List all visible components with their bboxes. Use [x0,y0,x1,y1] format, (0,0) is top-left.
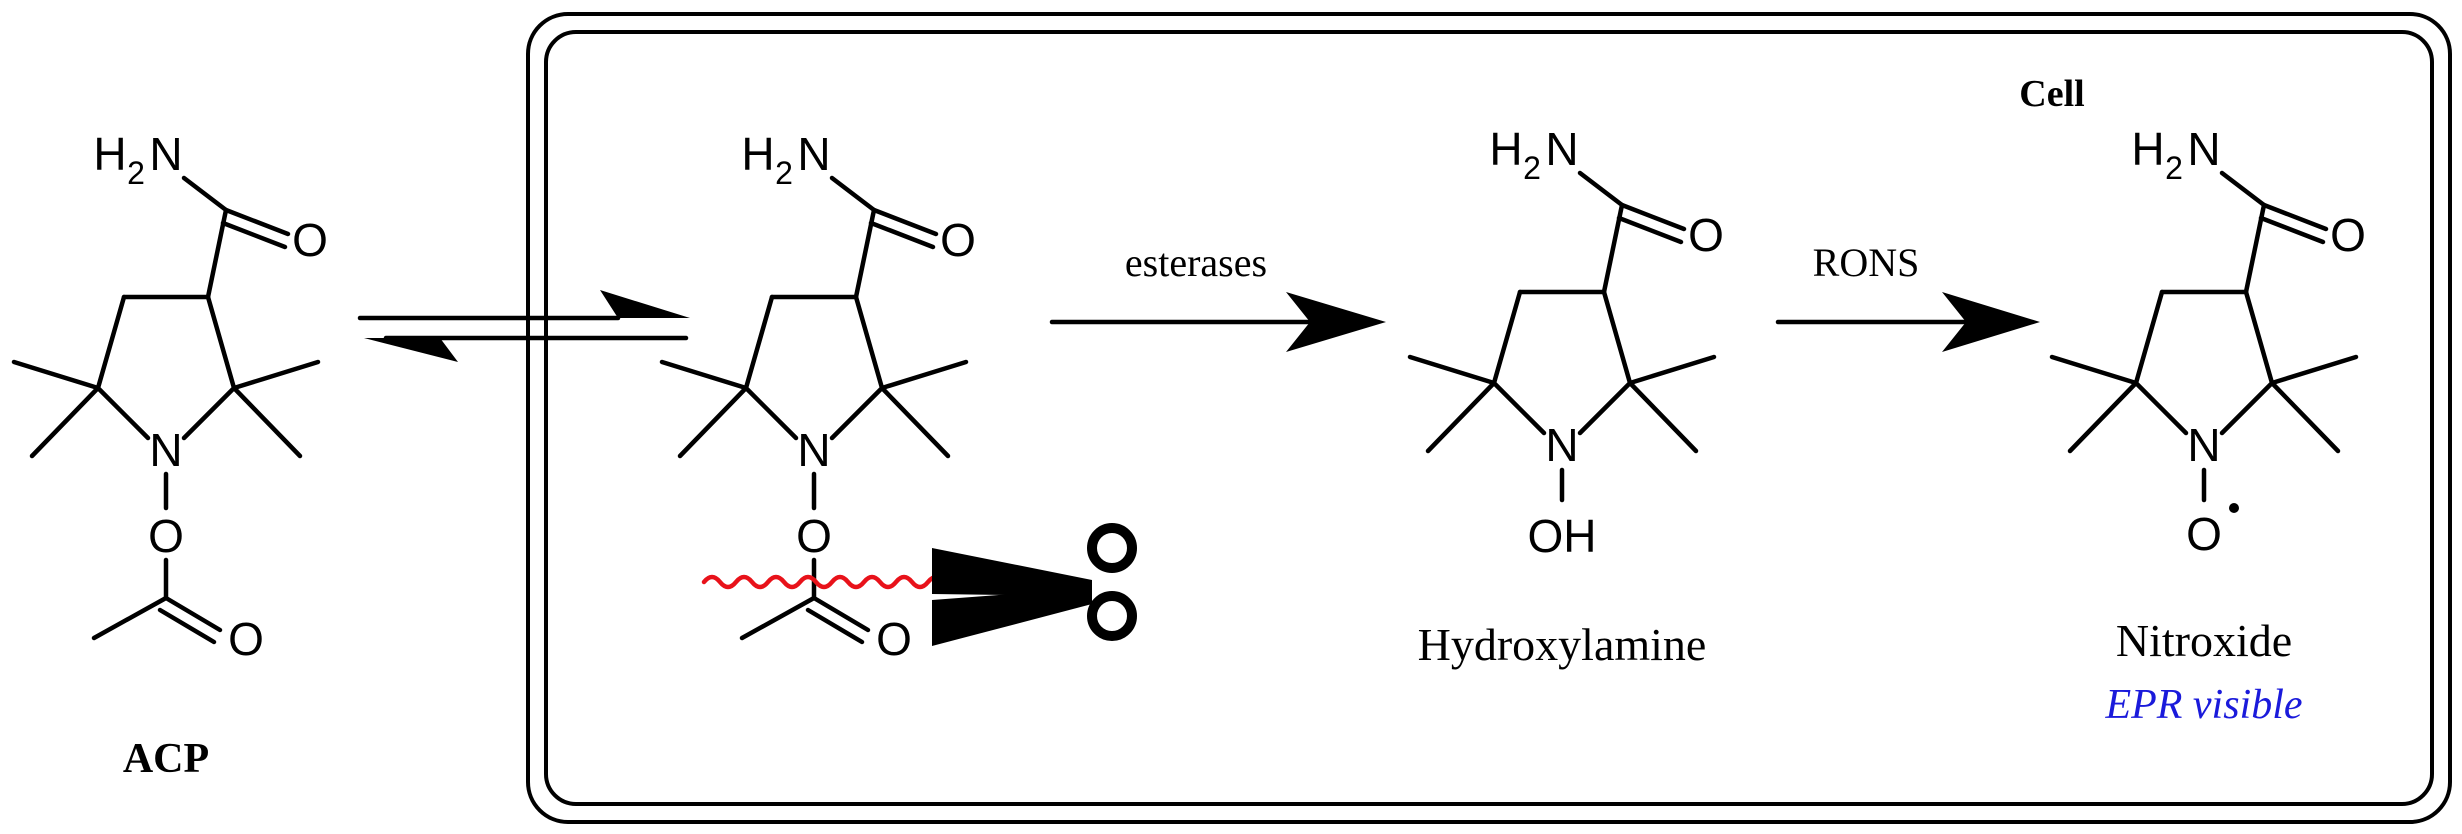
nitroxide-label: Nitroxide [2116,615,2292,666]
hydroxylamine-structure: OH [1410,123,1724,562]
acp-label: ACP [123,736,209,782]
scissors-icon [932,523,1137,646]
acp-structure [14,128,328,665]
hydroxyl-group: OH [1528,510,1597,562]
nitroxide-structure: O [2052,123,2366,560]
radical-dot [2229,503,2239,513]
equilibrium-arrows-icon [357,290,690,362]
nitroxyl-oxygen-atom: O [2186,508,2222,560]
hydroxylamine-label: Hydroxylamine [1418,619,1707,670]
rons-label: RONS [1813,240,1920,285]
cell-border-inner [544,30,2434,806]
cell-label: Cell [2019,73,2084,115]
esterases-arrow [1049,292,1386,352]
epr-visible-note: EPR visible [2104,682,2302,728]
cell-border-outer [526,12,2452,824]
cleavage-wavy-line [701,574,963,590]
rons-arrow [1775,292,2040,352]
esterases-label: esterases [1125,240,1267,285]
